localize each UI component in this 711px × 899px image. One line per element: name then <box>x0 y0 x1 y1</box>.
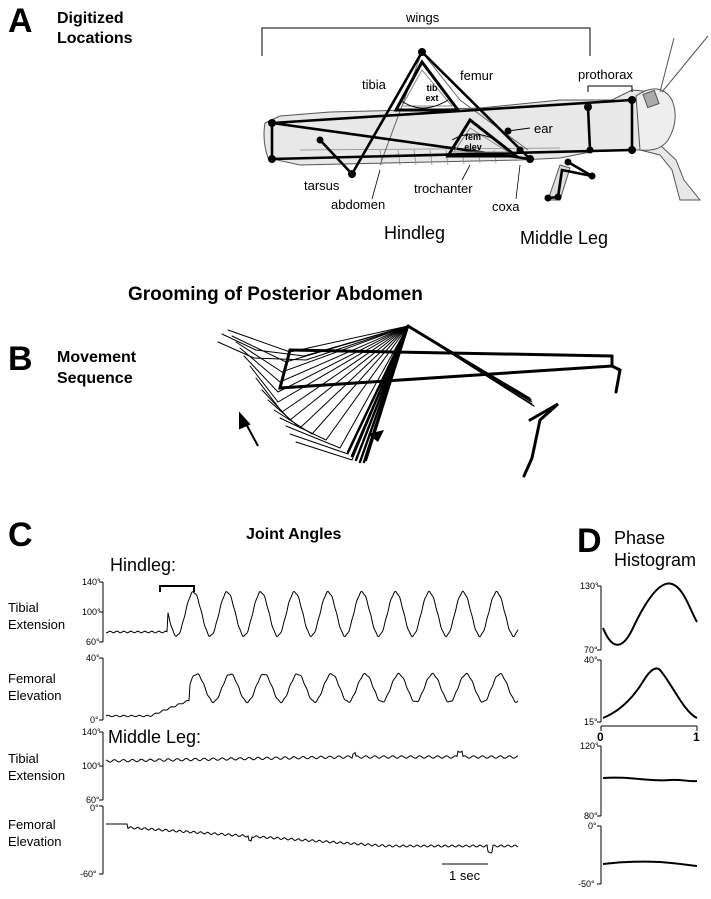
label-tib-ext: tib ext <box>420 83 444 103</box>
row2-label-line2: Elevation <box>8 688 62 703</box>
tick-r1-100: 100° <box>82 607 101 617</box>
label-middle-leg: Middle Leg <box>520 228 609 248</box>
joint-dots <box>268 48 636 202</box>
row3-label-line2: Extension <box>8 768 66 783</box>
panel-c-title: Joint Angles <box>246 526 342 543</box>
label-abdomen: abdomen <box>331 197 386 212</box>
row4-label-line2: Elevation <box>8 834 62 849</box>
label-tibia: tibia <box>362 77 386 92</box>
trace-hindleg-femoral-elevation <box>105 672 519 718</box>
tick-r4-0: 0° <box>90 803 99 813</box>
tick-r1-140: 140° <box>82 577 101 587</box>
tick-d2-15: 15° <box>584 717 598 727</box>
row4-label: Femoral Elevation <box>8 816 61 850</box>
tick-r4-neg60: -60° <box>80 869 97 879</box>
panel-d-axes <box>597 585 698 885</box>
tick-d2-40: 40° <box>584 655 598 665</box>
prothorax-bracket <box>587 85 633 92</box>
scale-bar-label: 1 sec <box>449 868 481 883</box>
panel-b-letter: B <box>8 340 33 378</box>
tick-d1-130: 130° <box>580 581 599 591</box>
tick-d1-70: 70° <box>584 645 598 655</box>
trace-middleleg-tibial-extension <box>105 750 519 763</box>
panel-a-title-line1: Digitized <box>57 10 124 27</box>
label-tib-ext-line1: tib <box>426 83 438 93</box>
label-pointers <box>371 164 521 200</box>
tick-r2-40: 40° <box>86 653 100 663</box>
tick-d-x0: 0 <box>597 730 604 744</box>
grooming-title: Grooming of Posterior Abdomen <box>128 284 423 305</box>
cycle-bracket <box>159 585 195 592</box>
label-ear: ear <box>534 121 553 136</box>
fem-elev-triangle <box>445 117 521 158</box>
row3-label-line1: Tibial <box>8 751 39 766</box>
label-fem-elev-line1: fem <box>464 132 481 142</box>
trace-hindleg-tibial-extension <box>106 590 519 638</box>
movement-arrow <box>239 411 259 447</box>
panel-b-title-line1: Movement <box>57 349 137 366</box>
trace-middleleg-femoral-elevation <box>106 823 519 854</box>
wings-bracket <box>261 27 591 56</box>
tick-r3-60: 60° <box>86 795 100 805</box>
row3-label: Tibial Extension <box>8 750 65 784</box>
panel-c-letter: C <box>8 516 33 554</box>
panel-d-curves <box>602 582 698 867</box>
label-wings: wings <box>406 10 440 25</box>
label-trochanter: trochanter <box>414 181 473 196</box>
tick-d4-0: 0° <box>588 821 597 831</box>
label-tarsus: tarsus <box>304 178 340 193</box>
row1-label-line2: Extension <box>8 617 66 632</box>
hindleg-label: Hindleg: <box>110 555 177 575</box>
tick-r2-0: 0° <box>90 715 99 725</box>
arrowhead-marker <box>368 430 384 442</box>
tick-r1-60: 60° <box>86 637 100 647</box>
label-fem-elev: fem elev <box>458 132 488 152</box>
movement-sequence <box>217 324 622 478</box>
label-femur: femur <box>460 68 494 83</box>
panel-d-title-line1: Phase <box>614 528 666 548</box>
panel-a-title-line2: Locations <box>57 30 133 47</box>
ear-pointer <box>507 127 531 132</box>
row1-label: Tibial Extension <box>8 599 65 633</box>
tick-r3-100: 100° <box>82 761 101 771</box>
row2-label: Femoral Elevation <box>8 670 61 704</box>
label-tib-ext-line2: ext <box>425 93 439 103</box>
label-prothorax: prothorax <box>578 67 633 82</box>
panel-b-title-line2: Sequence <box>57 370 133 387</box>
label-coxa: coxa <box>492 199 520 214</box>
tib-ext-triangle <box>393 59 461 112</box>
label-fem-elev-line2: elev <box>464 142 482 152</box>
tick-d3-80: 80° <box>584 811 598 821</box>
panel-a-letter: A <box>8 2 33 40</box>
tick-d3-120: 120° <box>580 741 599 751</box>
row1-label-line1: Tibial <box>8 600 39 615</box>
tick-d-x1: 1 <box>693 730 700 744</box>
panel-d-letter: D <box>577 522 602 560</box>
label-hindleg: Hindleg <box>384 223 446 243</box>
panel-d-title-line2: Histogram <box>614 550 697 570</box>
row4-label-line1: Femoral <box>8 817 56 832</box>
middleleg-label: Middle Leg: <box>108 727 202 747</box>
panel-c-axes <box>99 581 104 875</box>
tick-d4-neg50: -50° <box>578 879 595 889</box>
tick-r3-140: 140° <box>82 727 101 737</box>
row2-label-line1: Femoral <box>8 671 56 686</box>
